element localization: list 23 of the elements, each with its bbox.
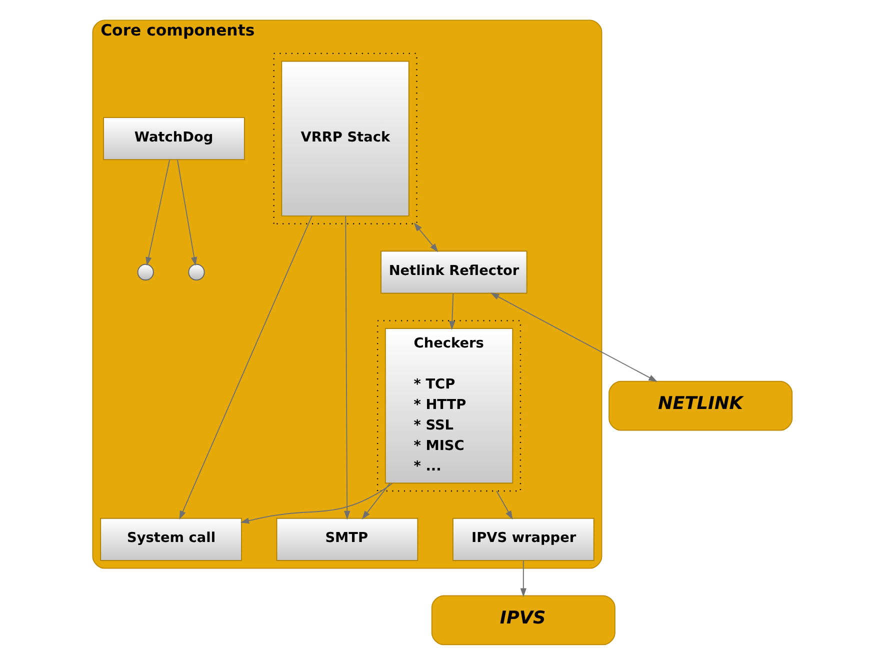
- node-box: Netlink Reflector: [380, 250, 528, 294]
- node-box: VRRP Stack: [281, 60, 410, 216]
- arrow: [179, 216, 312, 520]
- arrow: [449, 293, 456, 330]
- node-circle: [188, 264, 205, 281]
- arrow: [176, 159, 198, 266]
- arrow: [146, 159, 170, 266]
- cluster: [273, 52, 418, 224]
- arrow: [240, 482, 393, 524]
- arrow: [490, 292, 658, 382]
- node-box: WatchDog: [103, 117, 245, 160]
- arrow: [414, 222, 438, 252]
- node-box: NETLINK: [608, 380, 793, 431]
- node-box: SMTP: [276, 518, 418, 561]
- arrow: [362, 482, 390, 520]
- node-box: Checkers * TCP * HTTP * SSL * MISC * ...: [384, 328, 514, 484]
- arrow: [496, 490, 513, 520]
- node-box: System call: [100, 518, 242, 561]
- arrow: [344, 216, 350, 520]
- node-circle: [137, 264, 154, 281]
- node-box: IPVS: [431, 595, 616, 646]
- node-box: IPVS wrapper: [452, 518, 594, 561]
- arrow: [520, 560, 526, 598]
